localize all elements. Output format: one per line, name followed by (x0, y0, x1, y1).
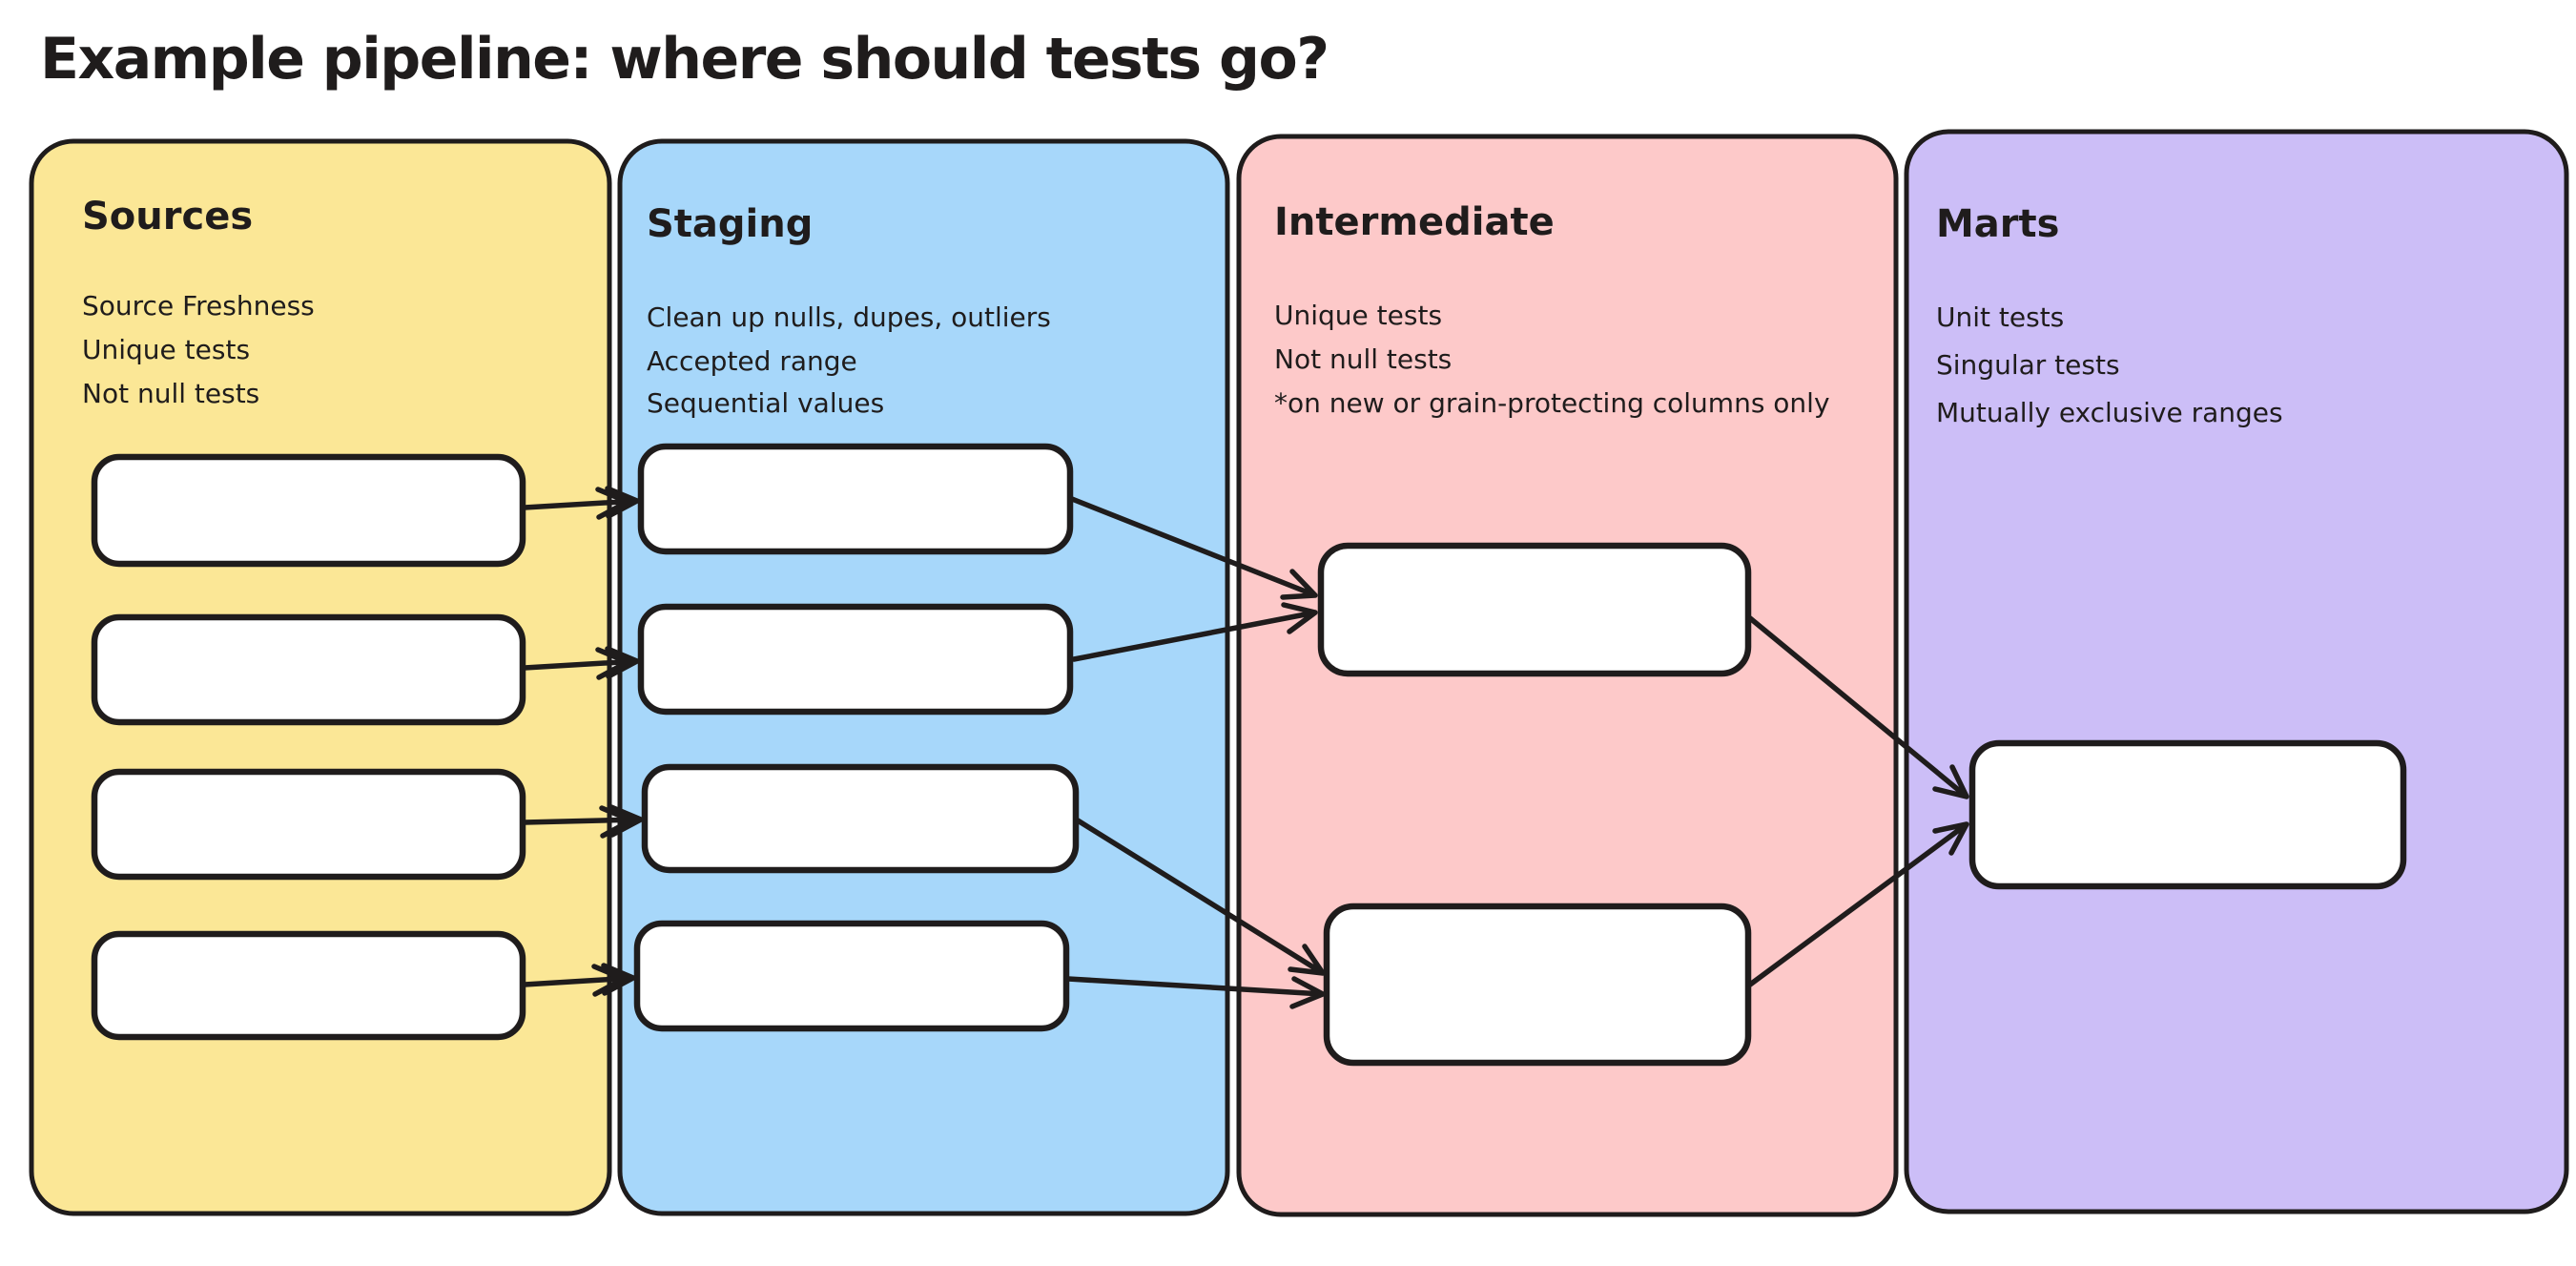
staging-node-2 (637, 603, 1074, 716)
staging-test-line-1: Clean up nulls, dupes, outliers (647, 301, 1051, 333)
marts-test-line-2: Singular tests (1936, 349, 2120, 381)
sources-node-3 (91, 768, 526, 881)
marts-node-1 (1968, 739, 2407, 890)
sources-node-4 (91, 930, 526, 1041)
staging-node-1 (637, 443, 1074, 555)
sources-node-1 (91, 453, 526, 568)
arrow-staging4-intermediate2 (1065, 976, 1326, 1009)
staging-test-line-2: Accepted range (647, 345, 857, 377)
marts-test-line-1: Unit tests (1936, 301, 2064, 333)
arrow-staging1-intermediate1 (1069, 496, 1318, 600)
marts-test-line-3: Mutually exclusive ranges (1936, 397, 2283, 428)
arrow-staging2-intermediate1 (1071, 602, 1318, 662)
column-staging: Staging Clean up nulls, dupes, outliers … (617, 138, 1230, 1216)
arrow-sources1-staging1 (522, 486, 640, 520)
staging-node-4 (633, 920, 1070, 1032)
column-intermediate: Intermediate Unique tests Not null tests… (1236, 134, 1899, 1217)
arrow-intermediate2-marts1 (1747, 821, 1969, 987)
diagram-title: Example pipeline: where should tests go? (40, 26, 1329, 93)
staging-test-line-3: Sequential values (647, 387, 884, 419)
intermediate-node-1 (1317, 542, 1752, 677)
arrow-sources2-staging2 (522, 646, 640, 680)
intermediate-node-2 (1323, 903, 1752, 1067)
staging-column-title: Staging (647, 202, 813, 246)
sources-test-line-2: Unique tests (82, 334, 250, 365)
intermediate-column-title: Intermediate (1274, 200, 1555, 244)
sources-test-line-1: Source Freshness (82, 290, 315, 322)
sources-node-2 (91, 613, 526, 726)
column-marts: Marts Unit tests Singular tests Mutually… (1904, 129, 2569, 1214)
intermediate-test-line-3: *on new or grain-protecting columns only (1274, 387, 1830, 419)
sources-column-title: Sources (82, 195, 253, 239)
arrow-sources4-staging4 (522, 963, 636, 997)
intermediate-test-line-2: Not null tests (1274, 343, 1452, 375)
sources-test-line-3: Not null tests (82, 378, 259, 409)
marts-column-background (1904, 129, 2569, 1214)
marts-column-title: Marts (1936, 202, 2059, 246)
column-sources: Sources Source Freshness Unique tests No… (29, 138, 612, 1216)
arrow-intermediate1-marts1 (1747, 615, 1969, 799)
arrow-staging3-intermediate2 (1075, 818, 1326, 976)
arrow-sources3-staging3 (522, 804, 644, 839)
staging-node-3 (641, 763, 1080, 874)
pipeline-arrows (522, 486, 1969, 1009)
intermediate-test-line-1: Unique tests (1274, 300, 1442, 331)
